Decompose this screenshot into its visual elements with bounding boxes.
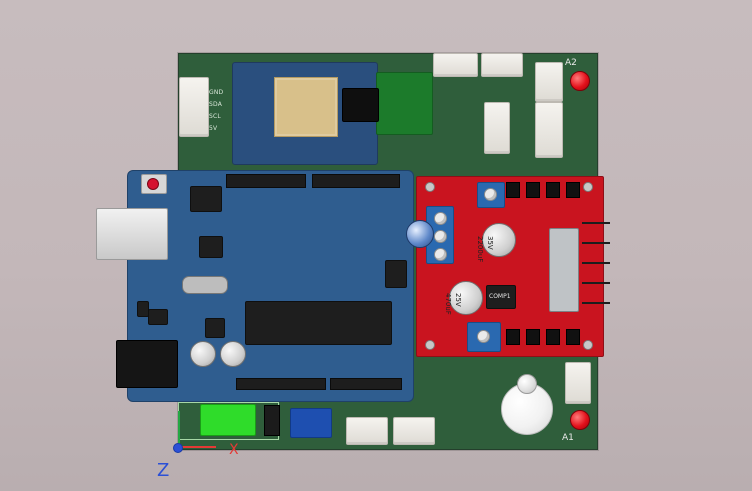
axis-origin (173, 443, 183, 453)
top-connector-2 (481, 53, 523, 77)
driver-leg-2 (582, 242, 610, 244)
driver-smd-8 (566, 329, 580, 345)
arduino-header-bottom-right (330, 378, 402, 390)
terminal-screw-bottom (477, 330, 490, 343)
driver-smd-1 (506, 182, 520, 198)
wifi-antenna-module (376, 72, 433, 135)
driver-cap-470uf (449, 281, 483, 315)
bottom-connector-1 (346, 417, 388, 445)
dc-jack (116, 340, 178, 388)
green-terminal-block (200, 404, 256, 436)
cap-label-2200uf: 2200uF (476, 236, 484, 263)
axis-x-label: X (229, 442, 239, 458)
bottom-left-black-part (264, 405, 280, 436)
driver-ic-label: COMP1 (489, 293, 511, 300)
top-connector-1 (433, 53, 478, 77)
driver-smd-5 (506, 329, 520, 345)
regulator (205, 318, 225, 338)
blue-component (290, 408, 332, 438)
heatsink (549, 228, 579, 312)
silk-sda: SDA (209, 101, 223, 108)
arduino-header-bottom-left (236, 378, 326, 390)
axis-x-line (178, 446, 216, 448)
label-a1: A1 (562, 433, 574, 443)
driver-leg-4 (582, 282, 610, 284)
driver-cap-2200uf (482, 223, 516, 257)
smd-part-2 (148, 309, 168, 325)
axis-y-line (178, 411, 180, 447)
arduino-cap-1 (190, 341, 216, 367)
terminal-screw-left-2 (434, 230, 447, 243)
label-a2: A2 (565, 58, 577, 68)
driver-leg-1 (582, 222, 610, 224)
driver-smd-7 (546, 329, 560, 345)
driver-hole-bottom-right (583, 340, 593, 350)
cap-label-25v: 25V (454, 293, 462, 307)
atmega-ic (245, 301, 392, 345)
driver-smd-3 (546, 182, 560, 198)
driver-hole-top-right (583, 182, 593, 192)
bottom-connector-2 (393, 417, 435, 445)
driver-smd-2 (526, 182, 540, 198)
driver-leg-5 (582, 302, 610, 304)
icsp-header-top (190, 186, 222, 212)
arduino-header-top-right (312, 174, 400, 188)
icsp-header-right (385, 260, 407, 288)
cap-label-35v: 35V (486, 236, 494, 250)
mid-connector-2 (535, 102, 563, 158)
driver-hole-top-left (425, 182, 435, 192)
top-right-connector (535, 62, 563, 102)
terminal-screw-left-1 (434, 212, 447, 225)
blue-capacitor (406, 220, 434, 248)
buzzer-top (517, 374, 537, 394)
led-a1 (570, 410, 590, 430)
axis-z-label: Z (157, 460, 170, 481)
terminal-screw-top (484, 188, 497, 201)
terminal-screw-left-3 (434, 248, 447, 261)
cap-label-470uf: 470uF (444, 293, 452, 315)
esp-module (274, 77, 338, 137)
buzzer (501, 374, 553, 435)
arduino-cap-2 (220, 341, 246, 367)
driver-smd-4 (566, 182, 580, 198)
heatsink-area (521, 212, 610, 320)
silk-5v: 5V (209, 125, 218, 132)
right-small-connector (565, 362, 591, 404)
driver-smd-6 (526, 329, 540, 345)
crystal-oscillator (182, 276, 228, 294)
mid-connector-1 (484, 102, 510, 154)
driver-leg-3 (582, 262, 610, 264)
driver-hole-bottom-left (425, 340, 435, 350)
silk-gnd: GND (209, 89, 224, 96)
left-header-connector (179, 77, 209, 137)
usb-port (96, 208, 168, 260)
reset-button-cap (147, 178, 159, 190)
usb-interface-ic (199, 236, 223, 258)
driver-ic (486, 285, 516, 309)
module-black-chip (342, 88, 379, 122)
arduino-header-top-left (226, 174, 306, 188)
silk-scl: SCL (209, 113, 221, 120)
led-a2 (570, 71, 590, 91)
